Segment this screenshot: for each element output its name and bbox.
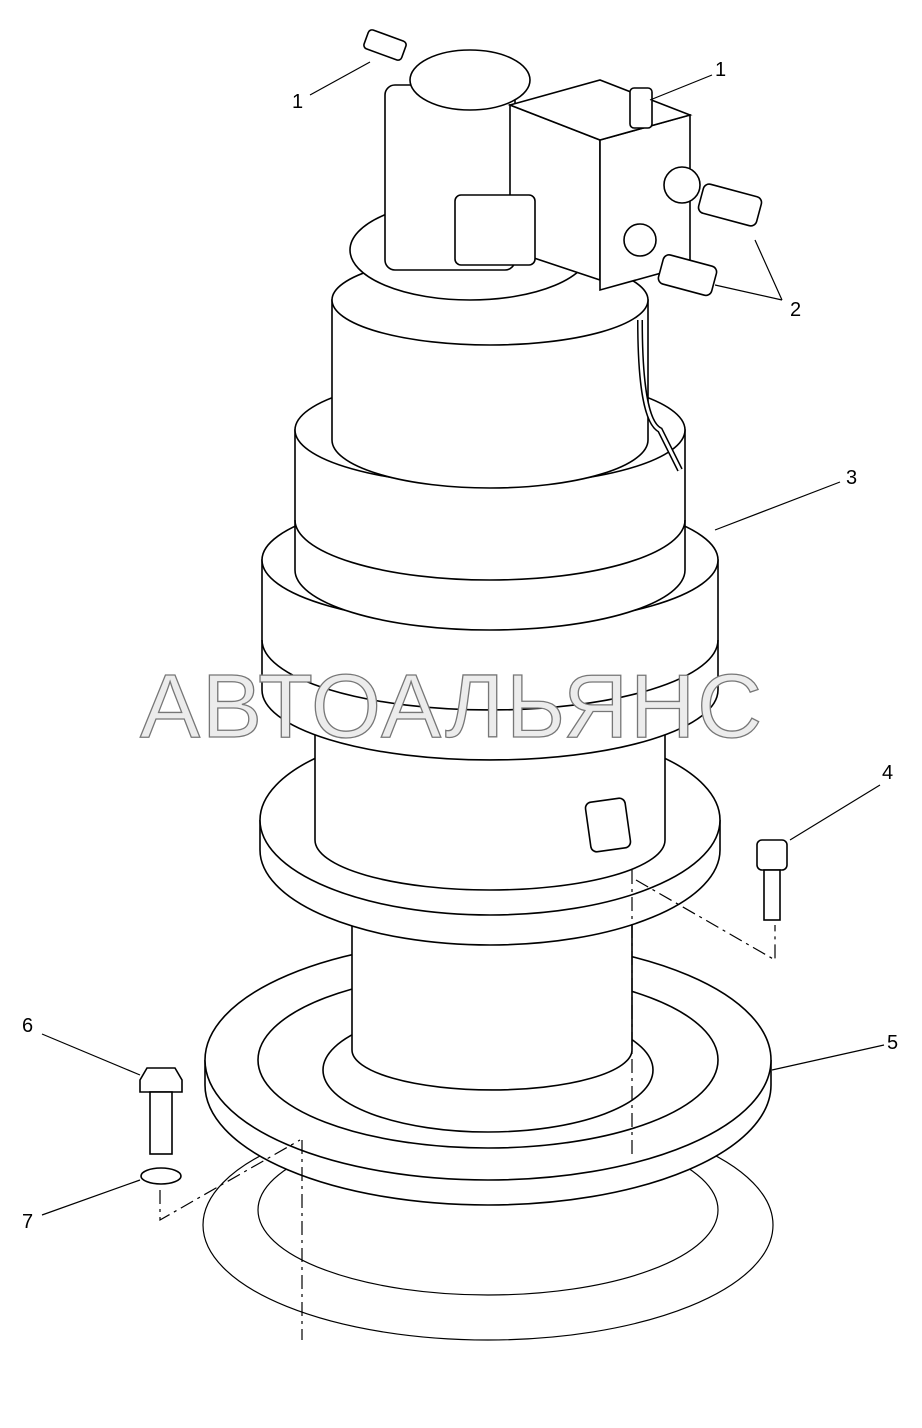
callout-5: 5 (887, 1032, 899, 1054)
hydraulic-motor (349, 49, 701, 472)
socket-head-bolt (756, 839, 788, 921)
callout-1-left: 1 (292, 91, 304, 113)
leader-lines (41, 61, 885, 1216)
hex-bolt (139, 1067, 183, 1155)
output-shaft (351, 899, 633, 1091)
callout-2: 2 (790, 299, 802, 321)
watermark: АВТОАЛЬЯНС (139, 657, 765, 757)
callout-7: 7 (22, 1211, 34, 1233)
assembly-centerlines (159, 870, 776, 1340)
lock-washer (140, 1167, 182, 1185)
lower-housing (314, 719, 666, 891)
callout-3: 3 (846, 467, 858, 489)
callout-6: 6 (22, 1015, 34, 1037)
callout-1-right: 1 (715, 59, 727, 81)
callout-4: 4 (882, 762, 894, 784)
fittings (363, 29, 763, 297)
nameplate (584, 797, 632, 853)
